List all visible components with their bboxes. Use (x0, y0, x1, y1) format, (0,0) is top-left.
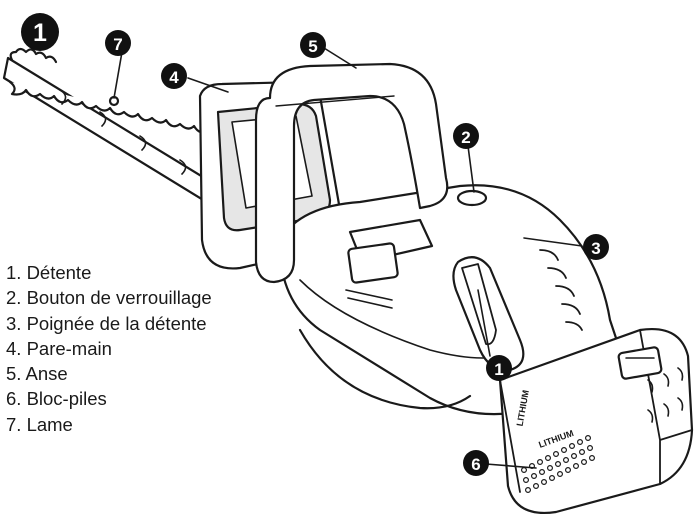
front-handle (254, 62, 449, 284)
callout-1-bottom: 1 (486, 355, 512, 381)
callout-7: 7 (105, 30, 131, 56)
callout-1-top-label: 1 (33, 19, 47, 47)
legend-item-2: 2. Bouton de verrouillage (6, 287, 212, 309)
callout-4: 4 (161, 63, 187, 89)
callout-4-label: 4 (169, 68, 179, 87)
legend-item-6: 6. Bloc-piles (6, 388, 107, 410)
callout-6-label: 6 (471, 455, 480, 474)
legend-item-7: 7. Lame (6, 413, 73, 435)
callout-2: 2 (453, 123, 479, 149)
callout-5-label: 5 (308, 37, 317, 56)
callout-6: 6 (463, 450, 489, 476)
callout-1-top: 1 (21, 13, 59, 51)
callout-1-bottom-label: 1 (494, 360, 503, 379)
legend-item-3: 3. Poignée de la détente (6, 312, 207, 334)
callout-2-label: 2 (461, 128, 470, 147)
callout-3-label: 3 (591, 239, 600, 258)
legend-item-4: 4. Pare-main (6, 337, 112, 359)
callout-7-label: 7 (113, 35, 122, 54)
callout-5: 5 (300, 32, 326, 58)
parts-legend: 1. Détente 2. Bouton de verrouillage 3. … (6, 260, 276, 437)
legend-item-1: 1. Détente (6, 262, 92, 283)
leader-lines (113, 47, 583, 469)
legend-item-5: 5. Anse (6, 363, 68, 385)
callout-3: 3 (583, 234, 609, 260)
battery-pack (498, 328, 694, 514)
motor-body (278, 184, 622, 416)
